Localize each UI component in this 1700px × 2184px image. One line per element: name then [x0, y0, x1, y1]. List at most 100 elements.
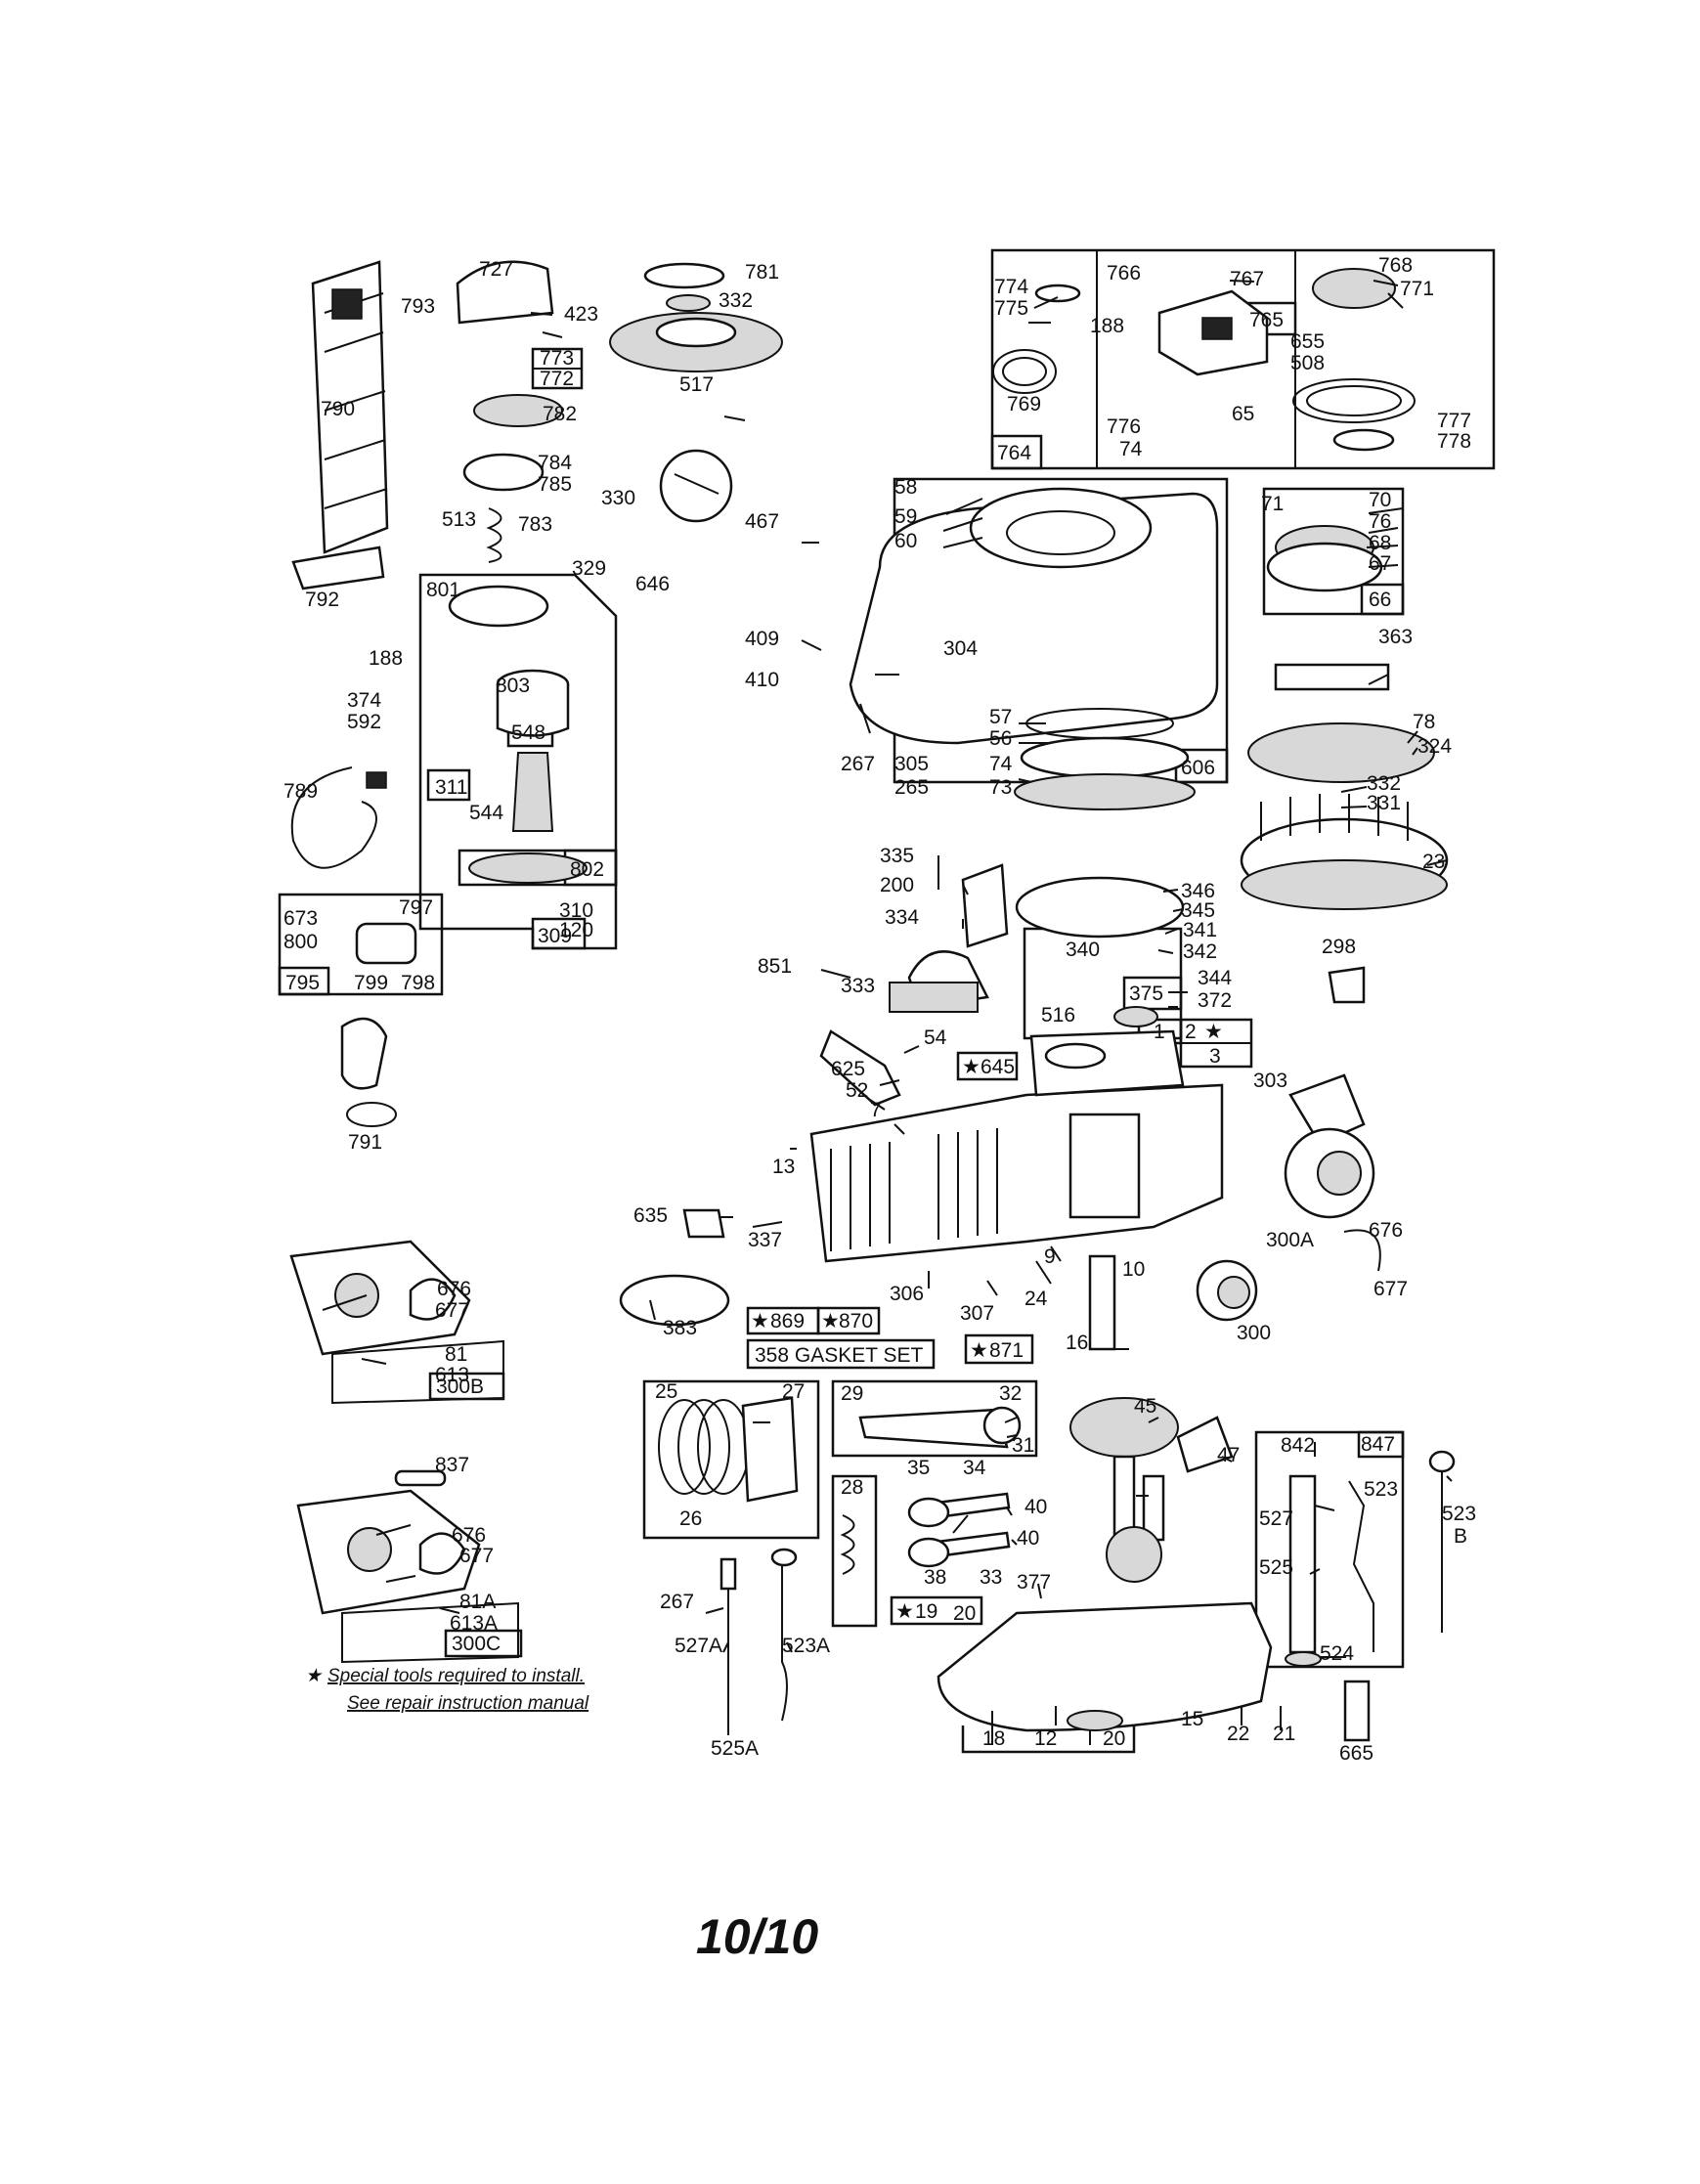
- frames: [278, 248, 1496, 1754]
- part-label: 15: [1181, 1708, 1203, 1730]
- part-label: 516: [1041, 1004, 1075, 1026]
- note-star-icon: ★: [305, 1666, 323, 1686]
- part-label: 305: [894, 753, 929, 775]
- part-label: 24: [1024, 1288, 1048, 1310]
- part-label: 377: [1017, 1571, 1051, 1594]
- part-label: 7: [870, 1099, 882, 1121]
- part-label: 330: [601, 487, 635, 509]
- part-label: 18: [982, 1727, 1005, 1750]
- star-icon: ★: [1204, 1021, 1223, 1043]
- part-label: 74: [1119, 438, 1143, 460]
- star-label: 19: [915, 1600, 937, 1623]
- part-label: 775: [994, 297, 1028, 320]
- part-label: 767: [1230, 268, 1264, 290]
- part-label: 40: [1017, 1527, 1039, 1550]
- part-label: 842: [1281, 1434, 1315, 1457]
- part-label: 646: [635, 573, 670, 595]
- part-label: 188: [369, 647, 403, 670]
- star-icon: ★: [962, 1056, 981, 1078]
- star-label: 870: [839, 1310, 873, 1332]
- part-label: 790: [321, 398, 355, 420]
- part-label: 777: [1437, 410, 1471, 432]
- part-label: 54: [924, 1026, 947, 1049]
- part-label: 332: [1367, 772, 1401, 795]
- part-label: 68: [1369, 532, 1391, 554]
- part-label: 771: [1400, 278, 1434, 300]
- part-label: 337: [748, 1229, 782, 1251]
- part-label: 25: [655, 1380, 677, 1403]
- part-label: 332: [719, 289, 753, 312]
- part-label: 40: [1024, 1496, 1047, 1518]
- boxed-label: 66: [1369, 589, 1391, 611]
- part-label: 12: [1034, 1727, 1057, 1750]
- part-label: 344: [1198, 967, 1232, 989]
- boxed-label: 309: [538, 925, 572, 947]
- part-label: 200: [880, 874, 914, 896]
- part-label: 793: [401, 295, 435, 318]
- part-label: 665: [1339, 1742, 1373, 1765]
- part-label: 13: [772, 1156, 795, 1178]
- part-label: 525A: [711, 1737, 759, 1760]
- part-label: 768: [1378, 254, 1413, 277]
- boxed-label: 606: [1181, 757, 1215, 779]
- part-label: 45: [1134, 1395, 1156, 1418]
- boxed-label: 795: [285, 972, 320, 994]
- part-label: 35: [907, 1457, 930, 1479]
- part-label: 23: [1422, 851, 1445, 873]
- part-label: 324: [1417, 735, 1452, 758]
- part-label: 517: [679, 373, 714, 396]
- part-label: 676: [1369, 1219, 1403, 1242]
- part-label: 331: [1367, 792, 1401, 814]
- part-label: 635: [633, 1204, 668, 1227]
- part-label: 523: [1364, 1478, 1398, 1501]
- part-label: 625: [831, 1058, 865, 1080]
- part-label: 300: [1237, 1322, 1271, 1344]
- part-label: 527A: [675, 1635, 722, 1657]
- part-label: 423: [564, 303, 598, 326]
- part-label: 791: [348, 1131, 382, 1154]
- part-label: 523A: [782, 1635, 830, 1657]
- part-label: 783: [518, 513, 552, 536]
- part-label: 513: [442, 508, 476, 531]
- part-label: 20: [1103, 1727, 1125, 1750]
- part-label: 383: [663, 1317, 697, 1339]
- part-label: 774: [994, 276, 1028, 298]
- boxed-label: 300B: [436, 1376, 484, 1398]
- part-label: 32: [999, 1382, 1022, 1405]
- part-label: 74: [989, 753, 1013, 775]
- part-label: 346: [1181, 880, 1215, 902]
- part-label: 300A: [1266, 1229, 1314, 1251]
- star-icon: ★: [895, 1600, 914, 1623]
- part-label: 525: [1259, 1556, 1293, 1579]
- boxed-label: 3: [1209, 1045, 1221, 1068]
- part-label: 60: [894, 530, 917, 552]
- part-label: 306: [890, 1283, 924, 1305]
- part-label: 340: [1066, 939, 1100, 961]
- part-label: 33: [980, 1566, 1002, 1589]
- boxed-label: 773: [540, 347, 574, 370]
- part-label: 776: [1107, 415, 1141, 438]
- part-label: 592: [347, 711, 381, 733]
- part-label: 544: [469, 802, 503, 824]
- part-label: B: [1454, 1525, 1467, 1548]
- part-label: 27: [782, 1380, 805, 1403]
- part-label: 673: [283, 907, 318, 930]
- part-label: 677: [435, 1299, 469, 1322]
- part-label: 784: [538, 452, 572, 474]
- part-label: 803: [496, 675, 530, 697]
- part-label: 38: [924, 1566, 946, 1589]
- part-label: 655: [1290, 330, 1325, 353]
- star-label: 869: [770, 1310, 805, 1332]
- part-label: 372: [1198, 989, 1232, 1012]
- part-label: 56: [989, 727, 1012, 750]
- star-icon: ★: [821, 1310, 840, 1332]
- part-label: 799: [354, 972, 388, 994]
- part-label: 467: [745, 510, 779, 533]
- star-label: 2: [1185, 1021, 1197, 1043]
- part-label: 73: [989, 776, 1012, 799]
- part-label: 267: [660, 1591, 694, 1613]
- part-label: 677: [459, 1545, 494, 1567]
- part-label: 363: [1378, 626, 1413, 648]
- part-label: 778: [1437, 430, 1471, 453]
